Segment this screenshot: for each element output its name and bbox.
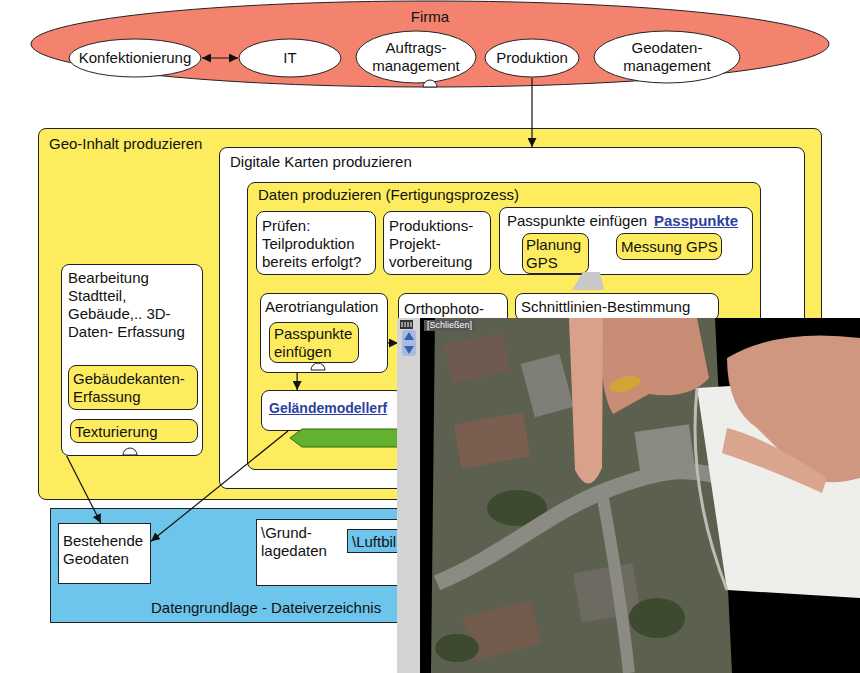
connector-arrow (531, 78, 532, 147)
text-holder: Gebäudekanten- Erfassung (73, 370, 195, 406)
connector-arrow (151, 431, 288, 541)
video-overlay: [Schließen] (397, 318, 860, 673)
node-label: Konfektionierung (74, 49, 196, 67)
text-holder: Geodaten- management (603, 39, 731, 75)
process-box: Passpunkte einfügenPasspunktePlanung GPS… (499, 207, 753, 275)
node-label: Digitale Karten produzieren (230, 153, 630, 171)
node-label: Messung GPS (621, 238, 721, 256)
connector-arrow (202, 57, 238, 58)
link-label: Passpunkte (654, 212, 750, 230)
callout-wedge (572, 272, 604, 290)
node-label: Geo-Inhalt produzieren (49, 135, 349, 153)
node-label: Bearbeitung Stadtteil, Gebäude,.. 3D-Dat… (68, 269, 194, 341)
text-holder: Firma (30, 8, 830, 26)
port-dome (123, 448, 137, 455)
port-dome (311, 363, 325, 370)
text-holder: Geo-Inhalt produzieren (49, 135, 349, 153)
process-box: Prüfen: Teilproduktion bereits erfolgt? (256, 211, 376, 275)
department-ellipse: Geodaten- management (593, 30, 741, 84)
node-label: Daten produzieren (Fertigungsprozess) (258, 186, 658, 204)
process-box: Bearbeitung Stadtteil, Gebäude,.. 3D-Dat… (61, 264, 203, 456)
node-label: Texturierung (75, 423, 195, 441)
text-holder: Passpunkte einfügen (274, 325, 358, 361)
text-holder: Bestehende Geodaten (63, 532, 149, 568)
node-label: Prüfen: Teilproduktion bereits erfolgt? (262, 217, 374, 271)
text-holder: Produktion (488, 49, 576, 67)
node-label: Auftrags- management (363, 39, 469, 75)
node-label: IT (244, 49, 336, 67)
port-dome (423, 80, 437, 87)
text-holder: Konfektionierung (74, 49, 196, 67)
process-box: Schnittlinien-Bestimmung (515, 293, 719, 321)
node-label: Passpunkte einfügen (507, 212, 652, 230)
text-holder: Daten produzieren (Fertigungsprozess) (258, 186, 658, 204)
connector-arrow (297, 373, 298, 390)
node-label: \Grund- lagedaten (261, 524, 343, 560)
text-holder: Geländemodellerf (269, 400, 403, 417)
node-label: Firma (30, 8, 830, 26)
text-holder: [Schließen] (424, 320, 475, 331)
node-label: Produktions- Projekt- vorbereitung (389, 217, 489, 271)
department-ellipse: Auftrags- management (355, 30, 477, 84)
text-holder: Messung GPS (621, 238, 721, 256)
department-ellipse: Konfektionierung (68, 38, 202, 78)
process-box: Geländemodellerf (261, 390, 403, 431)
text-holder: Aerotriangulation (265, 298, 386, 316)
text-holder: Schnittlinien-Bestimmung (521, 298, 717, 316)
department-ellipse: Produktion (484, 38, 580, 78)
data-box: Bestehende Geodaten (58, 523, 151, 584)
connector-arrow (67, 456, 101, 523)
text-holder: Texturierung (75, 423, 195, 441)
text-holder: IT (244, 49, 336, 67)
node-label: Schnittlinien-Bestimmung (521, 298, 717, 316)
organisation-ellipse: FirmaKonfektionierung IT Auftrags- managem… (30, 0, 830, 88)
department-ellipse: IT (238, 38, 342, 78)
text-holder: \Grund- lagedaten (261, 524, 343, 560)
subprocess-box: Passpunkte einfügen (269, 322, 359, 363)
node-label: Orthophoto- (404, 300, 504, 318)
text-holder: Auftrags- management (363, 39, 469, 75)
process-box: Produktions- Projekt- vorbereitung (383, 211, 491, 275)
subprocess-box: Gebäudekanten- Erfassung (68, 365, 198, 410)
text-holder: Passpunkte einfügen (507, 212, 652, 230)
connector-arrow (388, 342, 398, 343)
node-label: Planung GPS (526, 236, 588, 272)
text-holder: Orthophoto- (404, 300, 504, 318)
text-holder: Planung GPS (526, 236, 588, 272)
process-box: AerotriangulationPasspunkte einfügen (260, 293, 388, 373)
progress-arrow (290, 429, 400, 447)
node-label: Geländemodellerf (269, 400, 403, 417)
node-label: Aerotriangulation (265, 298, 386, 316)
node-label: Gebäudekanten- Erfassung (73, 370, 195, 406)
node-label: Passpunkte einfügen (274, 325, 358, 361)
text-holder: Digitale Karten produzieren (230, 153, 630, 171)
video-picture (397, 318, 860, 673)
subprocess-box: Messung GPS (616, 233, 722, 260)
text-holder: Prüfen: Teilproduktion bereits erfolgt? (262, 217, 374, 271)
node-label: Produktion (488, 49, 576, 67)
text-holder: Bearbeitung Stadtteil, Gebäude,.. 3D-Dat… (68, 269, 194, 341)
close-button-label: [Schließen] (424, 320, 475, 331)
subprocess-box: Planung GPS (522, 233, 589, 274)
node-label: Bestehende Geodaten (63, 532, 149, 568)
text-holder: Passpunkte (654, 212, 750, 230)
subprocess-box: Texturierung (70, 419, 198, 443)
node-label: Geodaten- management (603, 39, 731, 75)
text-holder: Produktions- Projekt- vorbereitung (389, 217, 489, 271)
